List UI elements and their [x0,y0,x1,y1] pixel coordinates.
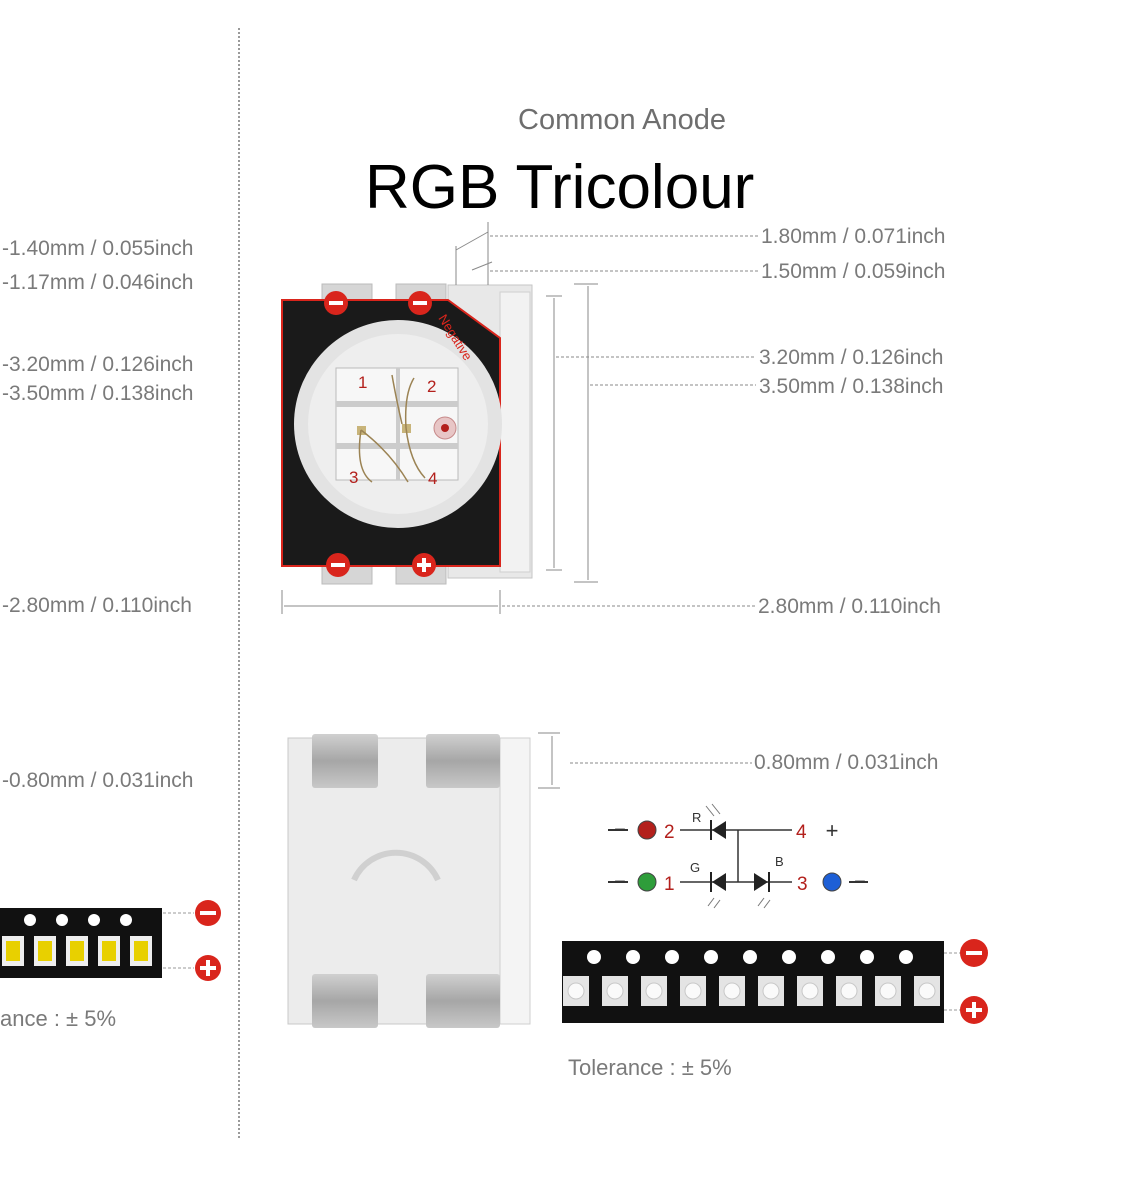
circuit-schematic [608,803,868,909]
schematic-bottom-left-sign: − [614,871,626,893]
package-bottom-view [287,732,752,1028]
package-plus-icon [412,553,436,577]
diode-g-icon [712,873,726,891]
dim-top-width: 1.80mm / 0.071inch [761,225,946,248]
blue-dot-icon [822,872,842,892]
led-tape [562,939,988,1024]
diode-b-icon [754,873,768,891]
schematic-pin-1: 1 [664,874,675,895]
schematic-bottom-right-sign: − [854,871,866,893]
left-dim-2: -1.17mm / 0.046inch [2,271,194,294]
schematic-pin-4: 4 [796,822,807,843]
package-minus-icon [408,291,432,315]
left-tape [0,900,221,981]
left-dim-1: -1.40mm / 0.055inch [2,237,194,260]
pin-number-2: 2 [427,377,436,396]
subtitle: Common Anode [518,104,726,136]
left-dim-4: -3.50mm / 0.138inch [2,382,194,405]
page-title: RGB Tricolour [365,153,755,222]
pin-number-3: 3 [349,468,358,487]
package-minus-icon [324,291,348,315]
green-dot-icon [637,872,657,892]
dim-width: 2.80mm / 0.110inch [758,595,941,618]
pin-number-1: 1 [358,373,367,392]
schematic-top-right-sign: + [826,818,839,843]
dim-height-outer: 3.50mm / 0.138inch [759,375,944,398]
left-dim-5: -2.80mm / 0.110inch [2,594,192,617]
left-tolerance: ance : ± 5% [0,1006,117,1031]
diode-b-label: B [775,854,784,869]
dim-top-width-inner: 1.50mm / 0.059inch [761,260,946,283]
tape-minus-icon [960,939,988,967]
tape-plus-icon [960,996,988,1024]
schematic-pin-2: 2 [664,822,675,843]
dimension-lines [281,222,758,614]
schematic-top-left-sign: − [614,819,626,841]
dim-thickness: 0.80mm / 0.031inch [754,751,939,774]
diode-r-label: R [692,810,701,825]
panel-divider [238,28,240,1138]
diode-r-icon [712,821,726,839]
pin-number-4: 4 [428,469,437,488]
left-dim-3: -3.20mm / 0.126inch [2,353,194,376]
schematic-pin-3: 3 [797,874,808,895]
tolerance-label: Tolerance : ± 5% [568,1055,732,1080]
package-minus-icon [326,553,350,577]
diode-g-label: G [690,860,700,875]
left-dim-6: -0.80mm / 0.031inch [2,769,194,792]
package-top-view [281,283,533,585]
dim-height-inner: 3.20mm / 0.126inch [759,346,944,369]
red-dot-icon [637,820,657,840]
